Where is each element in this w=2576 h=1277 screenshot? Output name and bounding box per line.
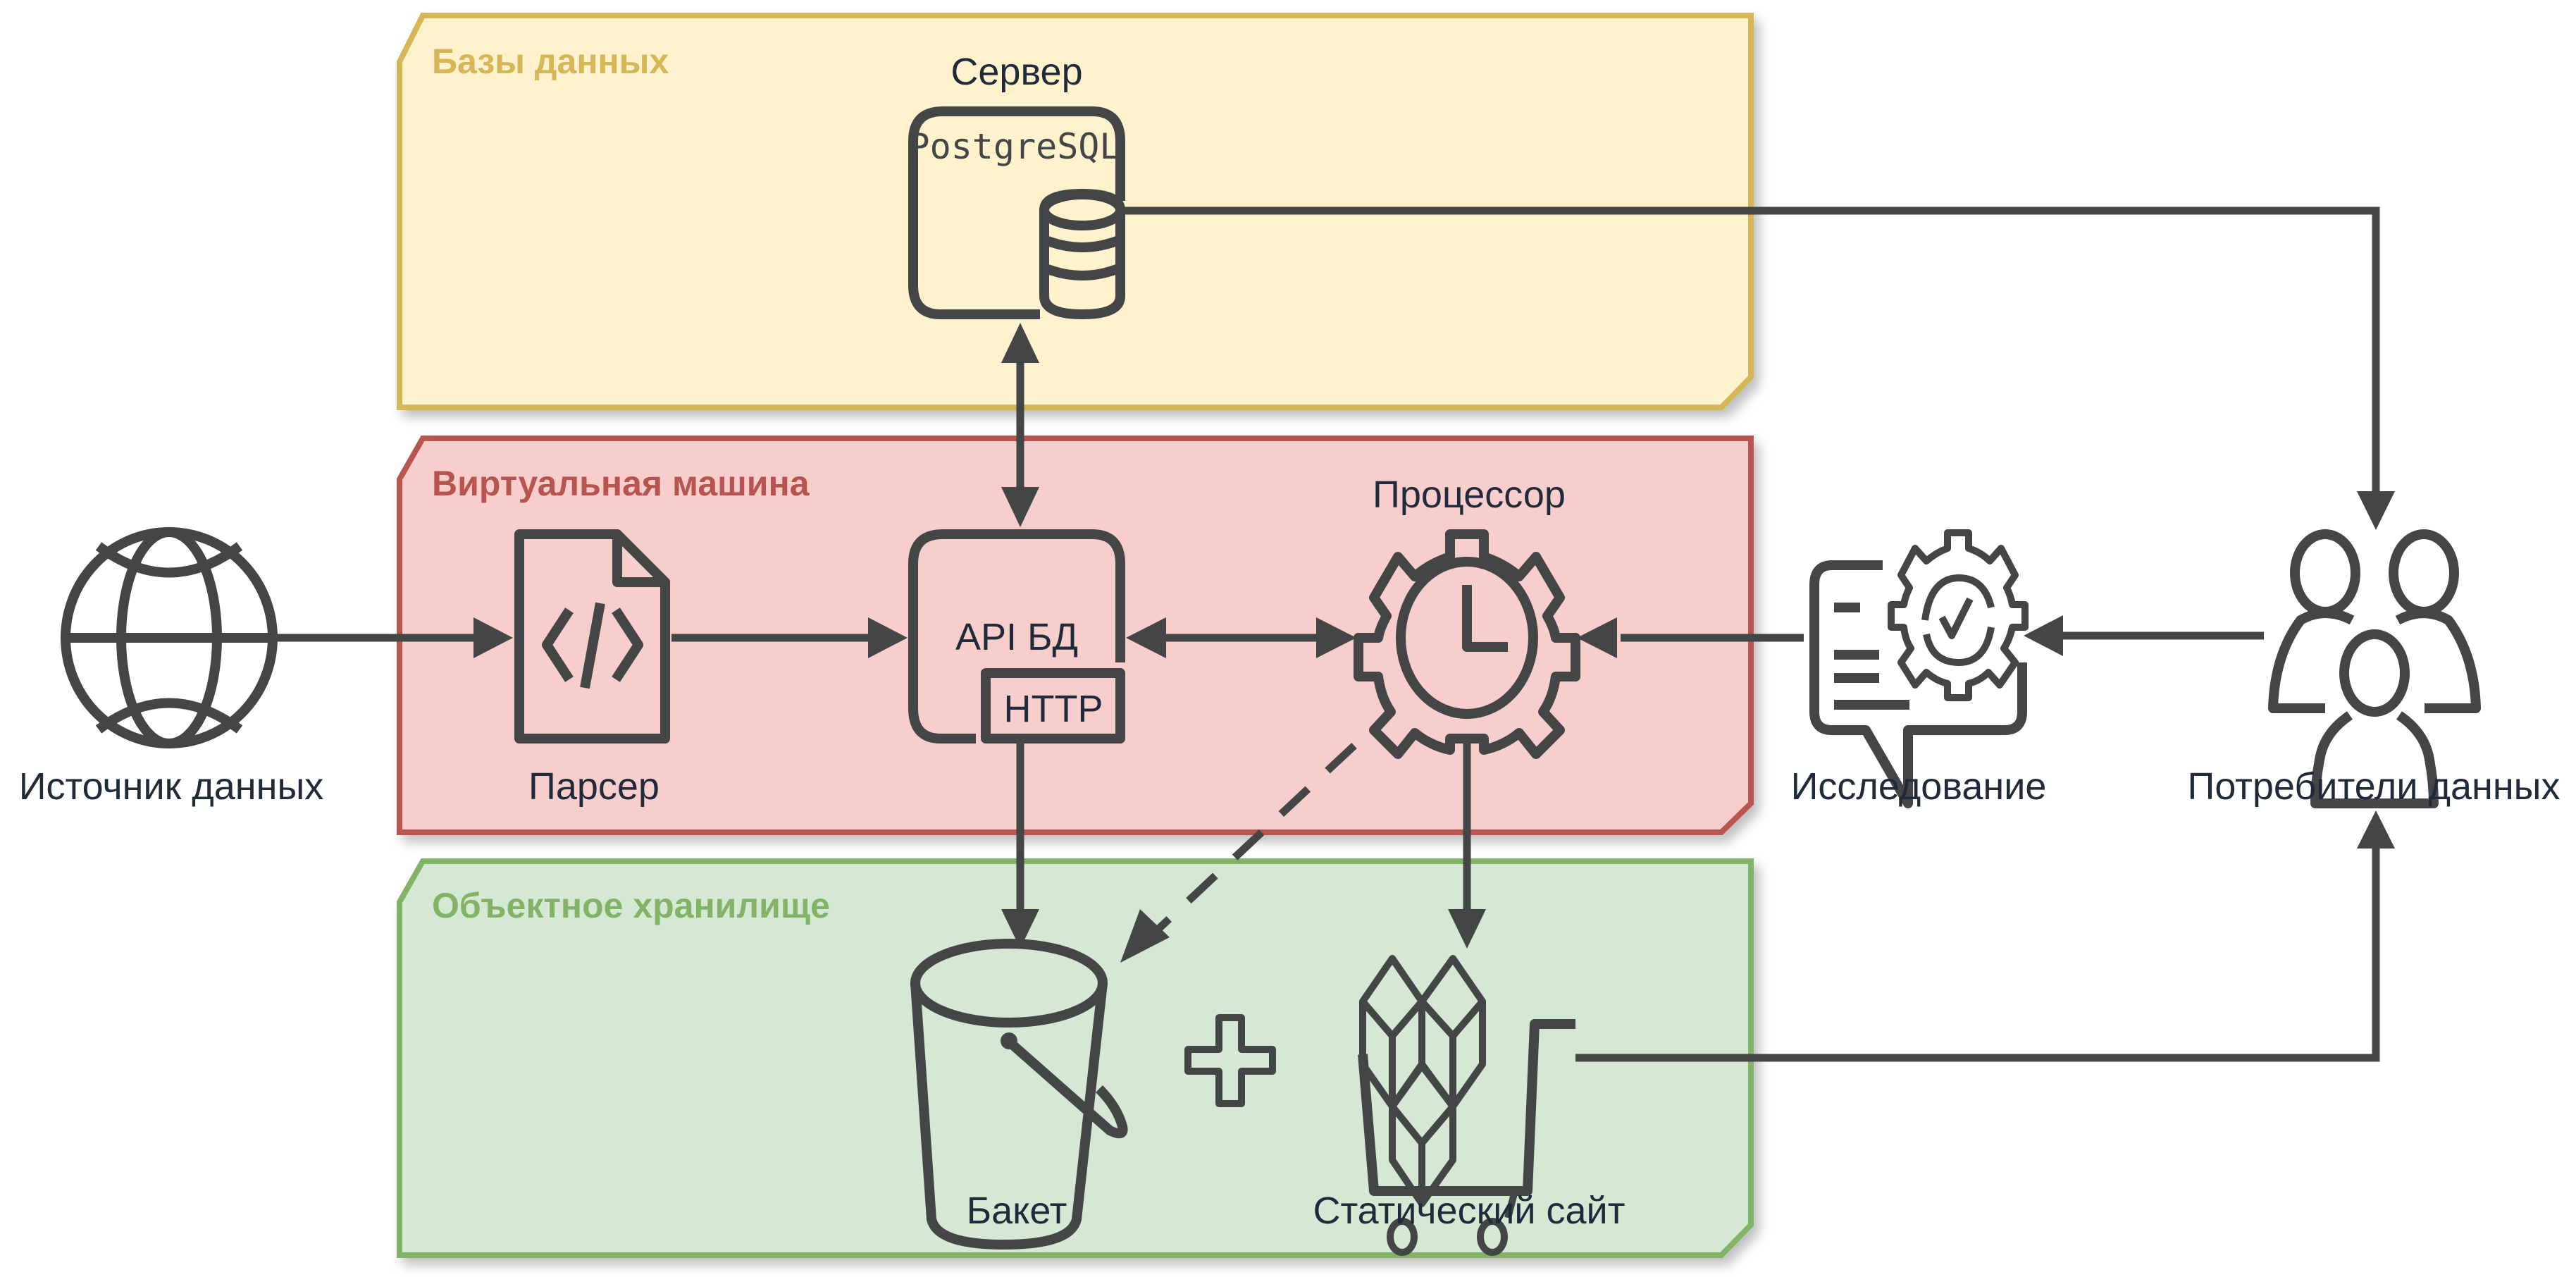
edge-research-processor — [1577, 617, 1804, 658]
static-site-label: Статический сайт — [1313, 1190, 1626, 1232]
database-server-icon — [908, 106, 1125, 319]
cart-cubes-icon — [1358, 955, 1575, 1256]
node-consumers[interactable]: Потребители данных — [2188, 529, 2560, 808]
node-parser[interactable]: Парсер — [514, 529, 670, 808]
node-bucket[interactable]: Бакет — [910, 939, 1128, 1250]
zone-databases: Базы данных — [397, 13, 1754, 410]
api-label: API БД — [955, 616, 1078, 658]
edges — [275, 206, 2395, 1062]
edge-processor-bucket-dashed — [1120, 742, 1357, 963]
report-gear-icon — [1809, 529, 2029, 808]
edge-processor-site — [1448, 744, 1486, 949]
edge-site-consumers — [1575, 810, 2395, 1062]
server-label: Сервер — [950, 51, 1082, 93]
node-research[interactable]: Исследование — [1791, 529, 2047, 808]
edge-api-server — [1001, 323, 1039, 527]
zone-vm-title: Виртуальная машина — [432, 464, 810, 503]
node-server[interactable]: Сервер PostgreSQL — [908, 51, 1125, 319]
edge-server-consumers — [1124, 206, 2395, 530]
parser-label: Парсер — [528, 765, 660, 808]
bucket-label: Бакет — [967, 1190, 1067, 1232]
node-source[interactable]: Источник данных — [19, 527, 324, 808]
node-api[interactable]: API БД HTTP — [908, 529, 1125, 744]
bucket-icon — [910, 939, 1128, 1250]
research-label: Исследование — [1791, 765, 2047, 808]
processor-label: Процессор — [1373, 474, 1566, 516]
edge-api-processor — [1126, 617, 1356, 658]
consumers-label: Потребители данных — [2188, 765, 2560, 808]
gear-clock-icon — [1354, 529, 1580, 759]
source-label: Источник данных — [19, 765, 324, 808]
node-processor[interactable]: Процессор — [1354, 474, 1580, 759]
node-static-site[interactable]: Статический сайт — [1313, 955, 1626, 1256]
zone-object-storage: Объектное хранилище — [397, 858, 1754, 1258]
edge-parser-api — [671, 617, 908, 658]
api-container-icon — [908, 529, 1125, 744]
zone-databases-title: Базы данных — [432, 42, 669, 81]
server-inner-label: PostgreSQL — [908, 126, 1120, 167]
zone-storage-box — [397, 858, 1754, 1258]
globe-icon — [61, 527, 278, 748]
zone-databases-box — [397, 13, 1754, 410]
users-group-icon — [2268, 529, 2481, 808]
edge-consumers-research — [2024, 615, 2264, 656]
plus-icon — [1184, 1014, 1276, 1107]
code-file-icon — [514, 529, 670, 744]
api-http-badge: HTTP — [1004, 688, 1103, 730]
edge-api-bucket — [1001, 744, 1039, 949]
zone-storage-title: Объектное хранилище — [432, 886, 830, 925]
edge-source-parser — [275, 617, 513, 658]
